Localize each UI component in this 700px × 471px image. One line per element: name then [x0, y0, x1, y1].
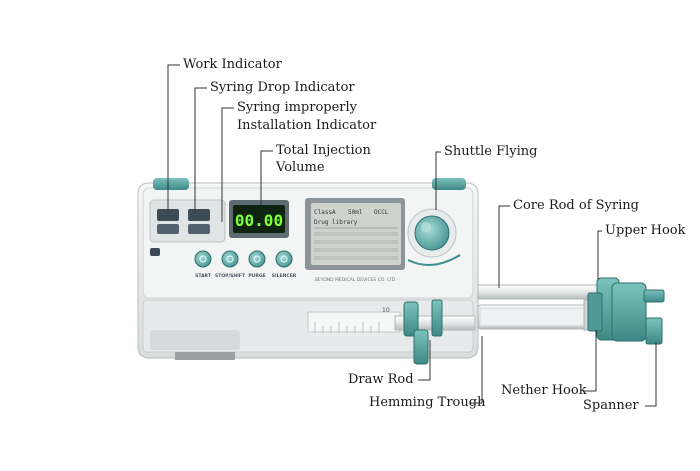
lcd-title: Drug library [314, 219, 358, 226]
control-buttons: START STOP/SHIFT PURGE SILENCER [194, 250, 297, 279]
leader-syring-improperly [221, 107, 234, 222]
leader-total-injection [260, 150, 273, 205]
leader-nether-hook [584, 330, 597, 392]
power-indicator [150, 248, 160, 256]
start-button[interactable]: START [194, 250, 212, 279]
total-volume-display: 00.00 [229, 200, 289, 238]
callout-syring-drop-indicator: Syring Drop Indicator [210, 80, 355, 95]
silencer-button[interactable]: SILENCER [272, 250, 297, 279]
led-digits: 00.00 [235, 211, 283, 230]
callout-spanner: Spanner [583, 398, 639, 413]
scale-mark: 10 [382, 307, 390, 314]
callout-syring-improperly-line1: Syring improperly [237, 100, 358, 115]
purge-button[interactable]: PURGE [248, 250, 266, 279]
start-button-label: START [195, 273, 212, 279]
leader-hemming-trough [470, 336, 483, 404]
leader-draw-rod [418, 340, 431, 381]
leader-syring-drop [194, 87, 207, 212]
work-indicator-light [157, 209, 179, 221]
stop-shift-button[interactable]: STOP/SHIFT [215, 250, 246, 279]
leader-spanner [645, 342, 657, 407]
callout-shuttle-flying: Shuttle Flying [444, 144, 538, 159]
lcd-header-right: OCCL [374, 209, 389, 216]
indicator-panel [149, 199, 226, 256]
callout-upper-hook: Upper Hook [605, 223, 686, 238]
right-top-cap [432, 178, 466, 190]
callout-work-indicator: Work Indicator [183, 57, 282, 72]
left-top-cap [153, 178, 189, 190]
callout-total-injection-line1: Total Injection [276, 143, 371, 158]
lcd-screen: ClassA 50ml OCCL Drug library BEYOND MED… [305, 198, 405, 283]
callout-hemming-trough: Hemming Trough [369, 395, 486, 410]
leader-shuttle-flying [435, 151, 441, 210]
syring-drop-indicator-light [188, 209, 210, 221]
lcd-header-mid: 50ml [348, 209, 363, 216]
stop-shift-button-label: STOP/SHIFT [215, 273, 246, 279]
leader-work-indicator [167, 64, 180, 212]
spanner-lever[interactable] [645, 317, 663, 345]
silencer-button-label: SILENCER [272, 273, 297, 279]
callout-draw-rod: Draw Rod [348, 372, 414, 387]
leader-upper-hook [597, 230, 602, 280]
brand-label: BEYOND MEDICAL DEVICES CO. LTD [315, 277, 396, 283]
leader-core-rod [498, 205, 510, 288]
leader-lines [167, 64, 657, 407]
callout-total-injection-line2: Volume [276, 160, 325, 175]
pusher-head [587, 277, 665, 345]
purge-button-label: PURGE [248, 273, 265, 279]
callout-core-rod: Core Rod of Syring [513, 198, 639, 213]
rotary-knob[interactable] [407, 208, 461, 266]
nether-hook-block [587, 292, 603, 332]
callout-nether-hook: Nether Hook [501, 383, 587, 398]
draw-rod-clamp[interactable] [403, 299, 443, 365]
lcd-header-left: ClassA [314, 209, 336, 216]
callout-syring-improperly-line2: Installation Indicator [237, 118, 377, 133]
